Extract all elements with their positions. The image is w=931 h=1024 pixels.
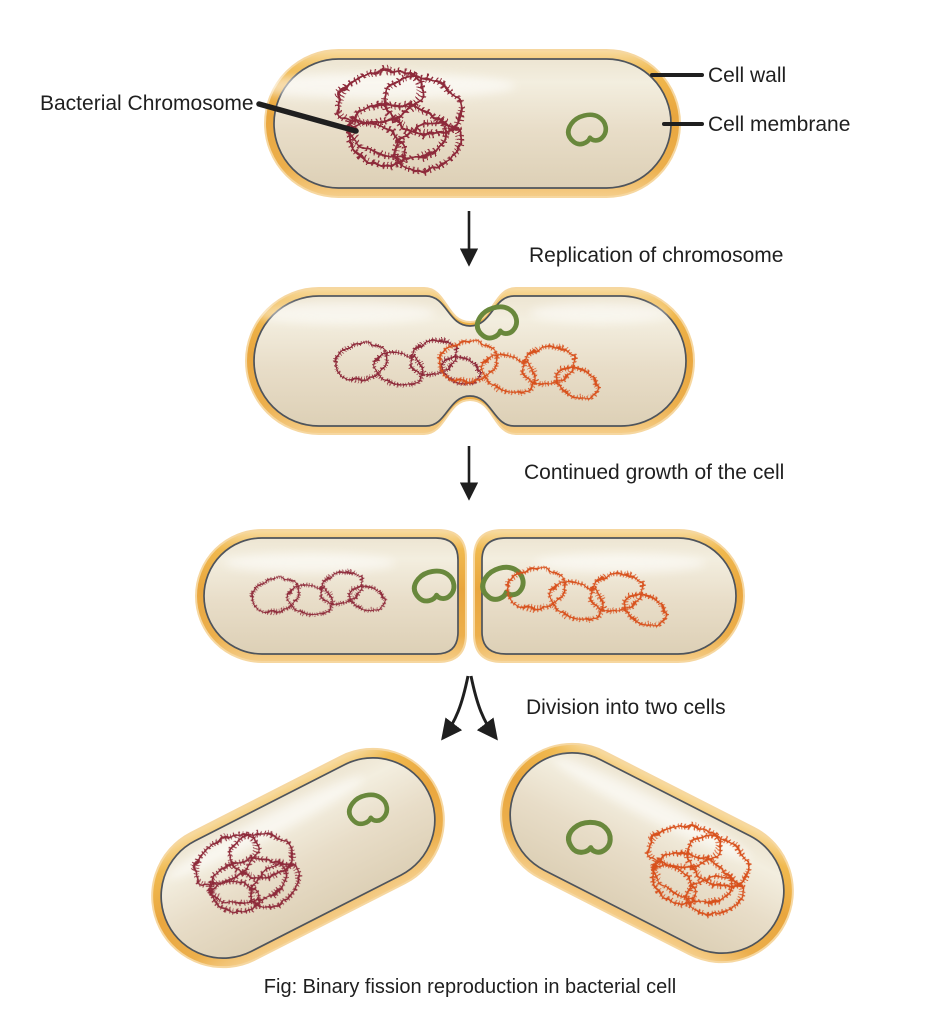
- cell-membrane-label: Cell membrane: [708, 113, 850, 136]
- bacterial-chromosome-leader-line: [256, 101, 359, 134]
- step3-label: Division into two cells: [526, 696, 726, 719]
- gloss-highlight: [167, 776, 364, 879]
- gloss-highlight: [530, 303, 670, 323]
- cell-wall-label: Cell wall: [708, 64, 786, 87]
- bacterial-chromosome-label: Bacterial Chromosome: [40, 92, 254, 115]
- figure-caption: Fig: Binary fission reproduction in bact…: [264, 976, 676, 998]
- daughter-cell-left: [151, 747, 445, 969]
- parent-cell: [245, 49, 681, 198]
- dividing-cell-left: [195, 529, 467, 663]
- gloss-highlight: [225, 553, 395, 573]
- cell-membrane-shape: [160, 757, 436, 959]
- step2-label: Continued growth of the cell: [524, 461, 784, 484]
- step1-label: Replication of chromosome: [529, 244, 783, 267]
- daughter-cell-right: [500, 742, 794, 964]
- fork-arrow-left: [441, 675, 470, 741]
- fork-arrow-right: [469, 675, 498, 741]
- dividing-cell-right: [473, 529, 745, 663]
- fork-arrow: [441, 675, 498, 741]
- gloss-highlight: [535, 553, 705, 573]
- cell-membrane-shape: [509, 752, 785, 954]
- replicating-cell: [244, 287, 696, 435]
- gloss-highlight: [255, 302, 435, 324]
- gloss-highlight: [245, 73, 515, 99]
